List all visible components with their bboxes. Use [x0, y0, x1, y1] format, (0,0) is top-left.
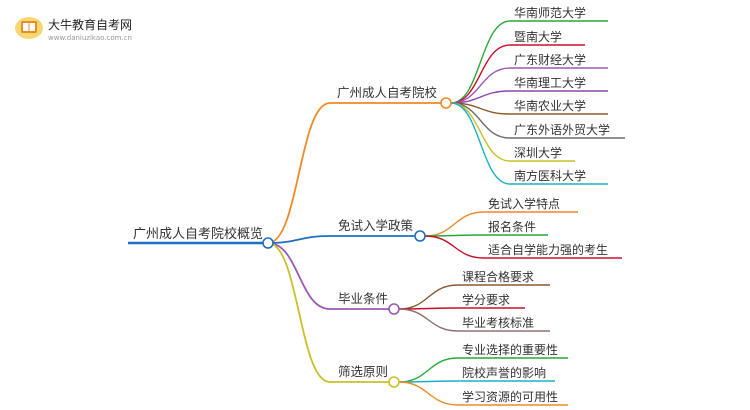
root-branch-connector: [267, 242, 331, 383]
leaf-connector: [450, 44, 511, 104]
branch-node[interactable]: [440, 97, 452, 109]
leaf-label: 华南理工大学: [514, 75, 586, 90]
branch-node[interactable]: [388, 376, 400, 388]
leaf-connector: [398, 284, 459, 310]
leaf-connector: [398, 357, 459, 383]
leaf-label: 课程合格要求: [462, 269, 534, 284]
branch-label: 免试入学政策: [338, 218, 414, 233]
root-branch-connector: [267, 235, 331, 244]
leaf-connector: [450, 102, 511, 185]
leaf-label: 报名条件: [488, 219, 536, 234]
leaf-label: 专业选择的重要性: [462, 342, 558, 357]
book-logo-icon: [15, 17, 43, 39]
leaf-label: 院校声誉的影响: [462, 365, 546, 380]
root-label: 广州成人自考院校概览: [133, 226, 263, 242]
root-branch-connector: [267, 102, 331, 244]
root-branch-connector: [267, 242, 331, 310]
leaf-label: 学分要求: [462, 292, 510, 307]
branch-node[interactable]: [414, 230, 426, 242]
branch-label: 筛选原则: [338, 364, 388, 379]
leaf-label: 暨南大学: [514, 29, 562, 44]
leaf-label: 毕业考核标准: [462, 316, 534, 330]
logo-title: 大牛教育自考网: [48, 18, 133, 32]
leaf-label: 广东外语外贸大学: [514, 122, 610, 137]
leaf-label: 适合自学能力强的考生: [488, 242, 608, 257]
leaf-label: 免试入学特点: [488, 196, 560, 211]
branch-label: 广州成人自考院校: [337, 85, 438, 100]
leaf-connector: [424, 211, 485, 237]
leaf-label: 广东财经大学: [514, 52, 586, 67]
leaf-connector: [450, 102, 511, 162]
branch-label: 毕业条件: [338, 291, 388, 306]
logo-url: www.daniuzikao.com.cn: [48, 34, 132, 42]
leaf-connector: [398, 308, 459, 332]
leaf-label: 华南师范大学: [514, 5, 586, 20]
leaf-label: 深圳大学: [514, 145, 562, 160]
leaf-label: 南方医科大学: [514, 168, 586, 183]
branch-node[interactable]: [388, 303, 400, 315]
leaf-label: 学习资源的可用性: [462, 389, 558, 404]
leaf-label: 华南农业大学: [514, 98, 586, 113]
leaf-connector: [450, 20, 511, 104]
leaf-connector: [424, 235, 485, 259]
root-node[interactable]: [262, 237, 274, 249]
leaf-connector: [398, 381, 459, 406]
site-logo[interactable]: 大牛教育自考网 www.daniuzikao.com.cn: [14, 14, 134, 48]
